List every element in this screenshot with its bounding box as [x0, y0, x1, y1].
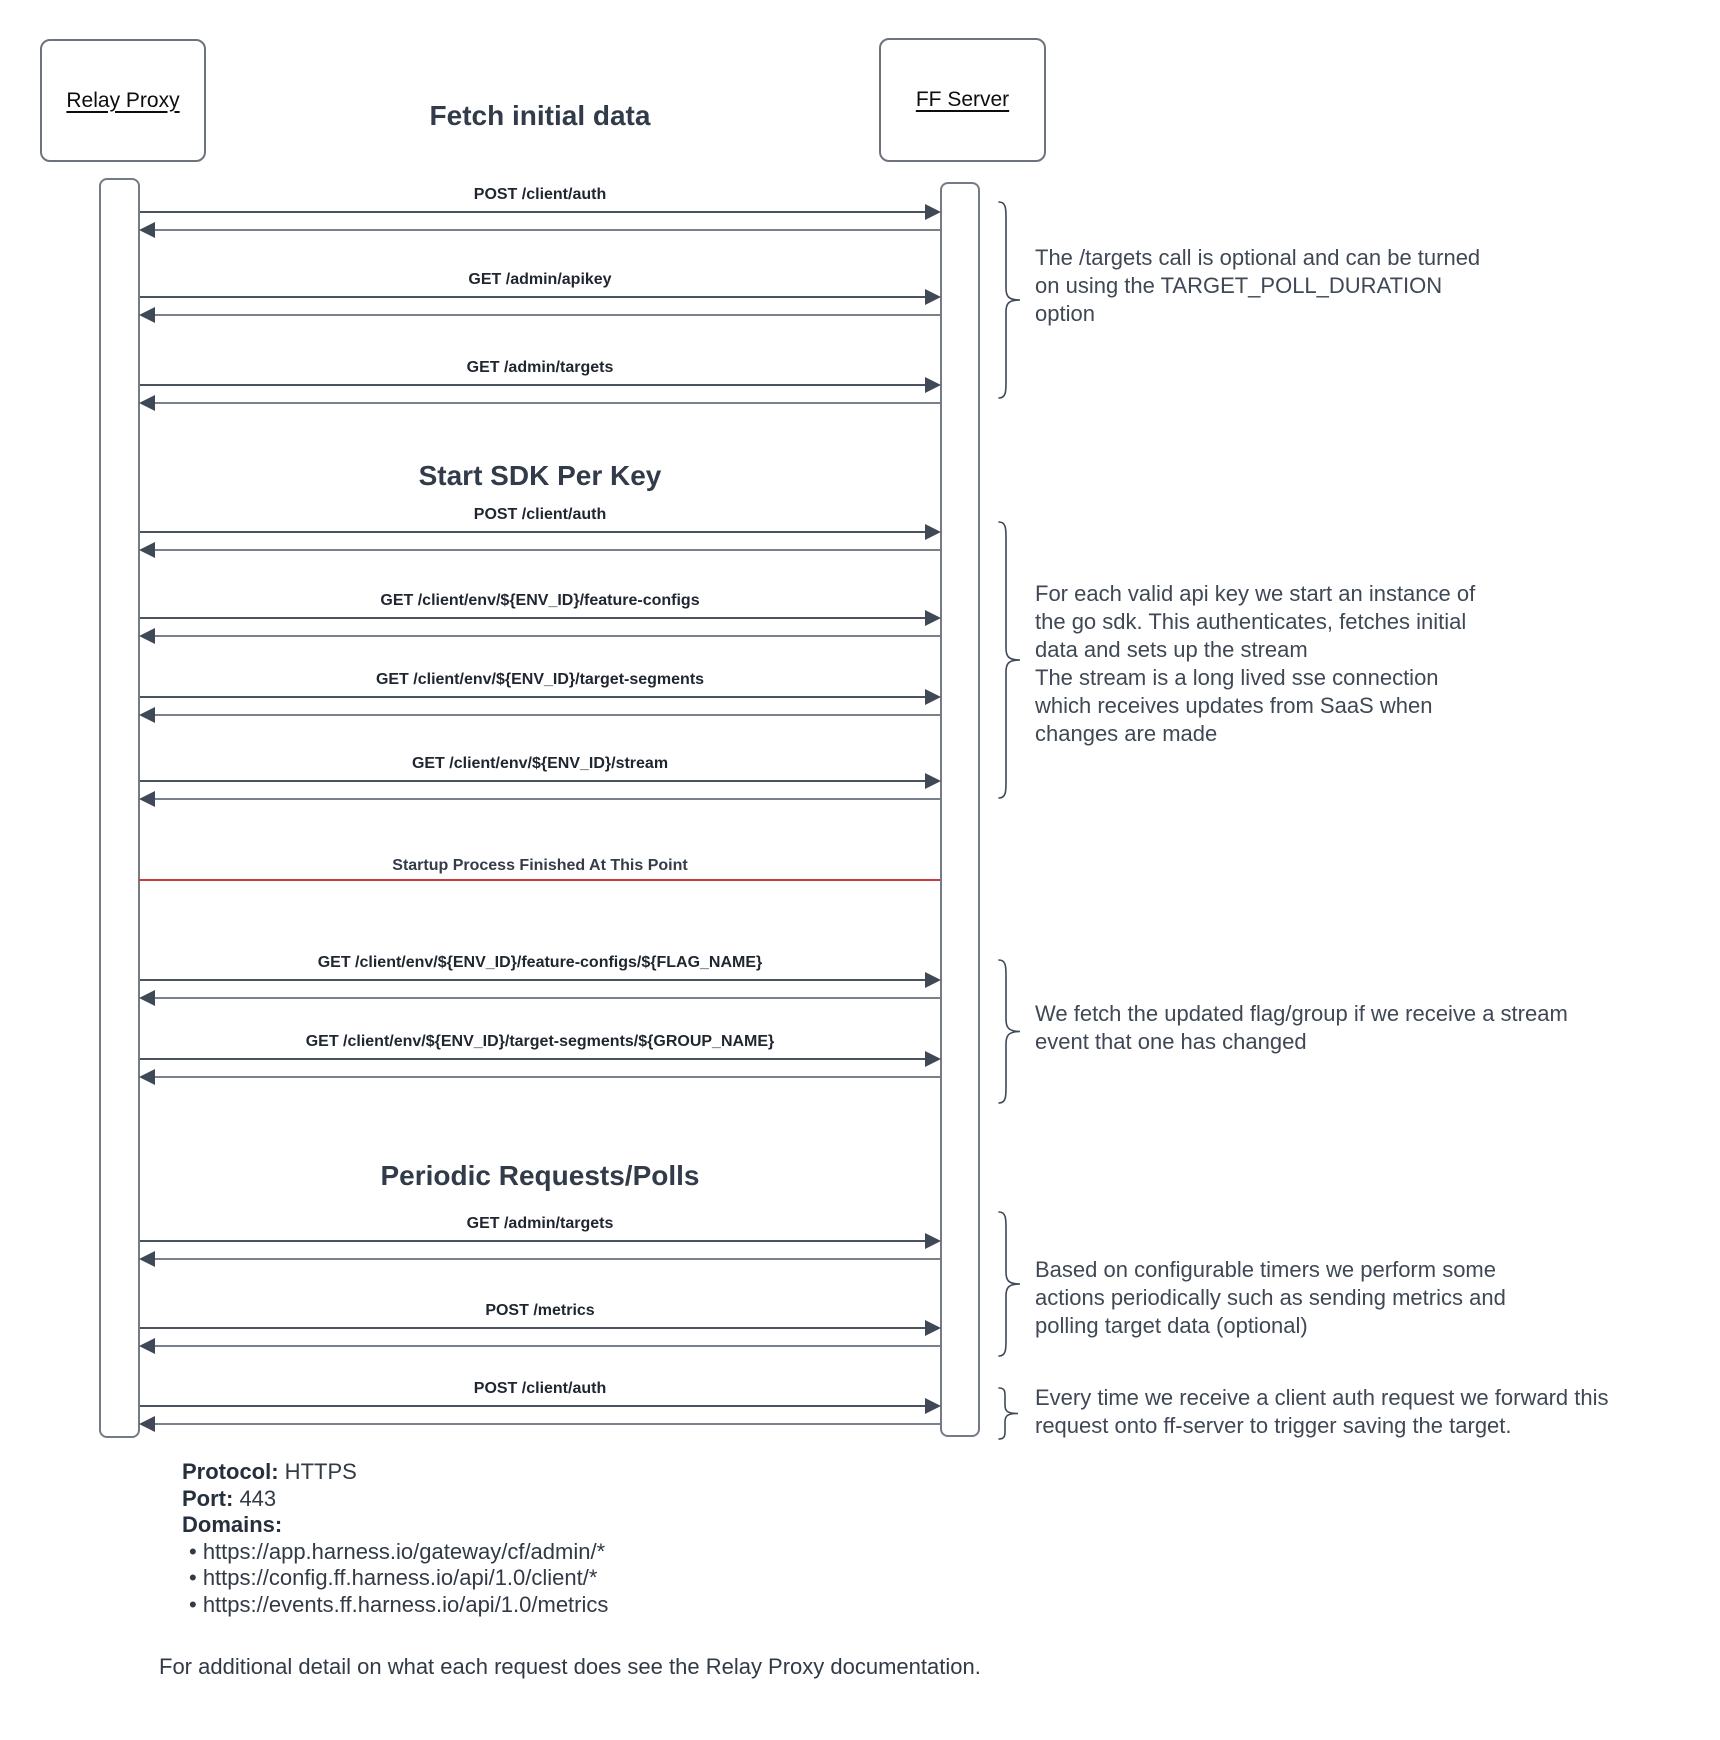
arrowhead-right-icon — [925, 773, 941, 789]
domains-line: Domains: — [182, 1512, 608, 1539]
arrowhead-left-icon — [139, 990, 155, 1006]
arrowhead-right-icon — [925, 524, 941, 540]
arrowhead-right-icon — [925, 610, 941, 626]
protocol-value: HTTPS — [278, 1459, 357, 1484]
footer-note: For additional detail on what each reque… — [159, 1654, 981, 1679]
arrowhead-right-icon — [925, 204, 941, 220]
message-label: GET /client/env/${ENV_ID}/target-segment… — [375, 671, 705, 688]
arrowhead-right-icon — [925, 1320, 941, 1336]
message-label: GET /client/env/${ENV_ID}/stream — [411, 755, 669, 772]
request-line — [140, 1327, 926, 1329]
request-line — [140, 384, 926, 386]
request-line — [140, 1058, 926, 1060]
request-line — [140, 979, 926, 981]
arrowhead-left-icon — [139, 1069, 155, 1085]
domain-bullet: • https://app.harness.io/gateway/cf/admi… — [189, 1538, 606, 1564]
return-line — [155, 635, 940, 637]
arrowhead-left-icon — [139, 1338, 155, 1354]
protocol-line: Protocol: HTTPS — [182, 1459, 608, 1486]
arrowhead-left-icon — [139, 1416, 155, 1432]
message-label: GET /admin/targets — [466, 359, 614, 376]
message-label: GET /client/env/${ENV_ID}/feature-config… — [380, 592, 700, 609]
return-line — [155, 798, 940, 800]
return-line — [155, 714, 940, 716]
request-line — [140, 780, 926, 782]
heading-start-sdk-per-key: Start SDK Per Key — [418, 460, 662, 491]
message-label: GET /admin/apikey — [468, 271, 612, 288]
brace-stream-event — [998, 959, 1021, 1104]
arrowhead-right-icon — [925, 1398, 941, 1414]
arrowhead-right-icon — [925, 972, 941, 988]
return-line — [155, 1423, 940, 1425]
relay-proxy-lifeline — [99, 178, 140, 1438]
message-label: GET /client/env/${ENV_ID}/feature-config… — [317, 954, 763, 971]
request-line — [140, 531, 926, 533]
request-line — [140, 1405, 926, 1407]
arrowhead-right-icon — [925, 1051, 941, 1067]
ff-server-lifeline — [940, 182, 980, 1437]
actor-relay-proxy: Relay Proxy — [40, 39, 206, 162]
arrowhead-left-icon — [139, 307, 155, 323]
annotation-targets-optional: The /targets call is optional and can be… — [1035, 245, 1481, 326]
annotation-stream-event-fetch: We fetch the updated flag/group if we re… — [1035, 1001, 1568, 1054]
arrowhead-left-icon — [139, 707, 155, 723]
arrowhead-right-icon — [925, 1233, 941, 1249]
actor-ff-server-label: FF Server — [915, 88, 1010, 111]
startup-divider-label: Startup Process Finished At This Point — [392, 857, 688, 874]
annotation-periodic-timers: Based on configurable timers we perform … — [1035, 1257, 1506, 1338]
annotation-client-auth-forward: Every time we receive a client auth requ… — [1035, 1385, 1609, 1438]
return-line — [155, 229, 940, 231]
annotation-sdk-instance: For each valid api key we start an insta… — [1035, 581, 1476, 746]
domains-label: Domains: — [182, 1512, 283, 1537]
heading-fetch-initial-data: Fetch initial data — [429, 100, 651, 131]
port-label: Port: — [182, 1485, 234, 1511]
message-label: POST /metrics — [485, 1302, 595, 1319]
arrowhead-left-icon — [139, 628, 155, 644]
arrowhead-left-icon — [139, 542, 155, 558]
return-line — [155, 1345, 940, 1347]
brace-fetch-initial — [998, 201, 1021, 399]
actor-relay-proxy-label: Relay Proxy — [66, 88, 180, 112]
heading-periodic-requests: Periodic Requests/Polls — [380, 1160, 700, 1191]
startup-divider-line — [139, 879, 940, 881]
request-line — [140, 211, 926, 213]
arrowhead-left-icon — [139, 791, 155, 807]
arrowhead-right-icon — [925, 289, 941, 305]
arrowhead-left-icon — [139, 395, 155, 411]
message-label: POST /client/auth — [473, 1380, 607, 1397]
brace-periodic — [998, 1211, 1021, 1357]
protocol-label: Protocol: — [182, 1459, 279, 1484]
return-line — [155, 1076, 940, 1078]
port-value: 443 — [233, 1485, 277, 1511]
request-line — [140, 296, 926, 298]
port-line: Port: 443 — [182, 1486, 608, 1513]
request-line — [140, 617, 926, 619]
request-line — [140, 696, 926, 698]
connection-details: Protocol: HTTPS Port: 443 Domains: • htt… — [182, 1459, 608, 1618]
return-line — [155, 549, 940, 551]
message-label: GET /admin/targets — [466, 1215, 614, 1232]
return-line — [155, 1258, 940, 1260]
return-line — [155, 402, 940, 404]
arrowhead-right-icon — [925, 377, 941, 393]
return-line — [155, 314, 940, 316]
brace-start-sdk — [998, 521, 1021, 799]
actor-ff-server: FF Server — [879, 38, 1046, 162]
brace-client-auth — [998, 1387, 1019, 1440]
domain-bullet: • https://events.ff.harness.io/api/1.0/m… — [189, 1591, 609, 1617]
return-line — [155, 997, 940, 999]
message-label: GET /client/env/${ENV_ID}/target-segment… — [305, 1033, 775, 1050]
message-label: POST /client/auth — [473, 506, 607, 523]
domain-bullet: • https://config.ff.harness.io/api/1.0/c… — [189, 1565, 598, 1590]
request-line — [140, 1240, 926, 1242]
arrowhead-left-icon — [139, 222, 155, 238]
message-label: POST /client/auth — [473, 186, 607, 203]
arrowhead-right-icon — [925, 689, 941, 705]
arrowhead-left-icon — [139, 1251, 155, 1267]
